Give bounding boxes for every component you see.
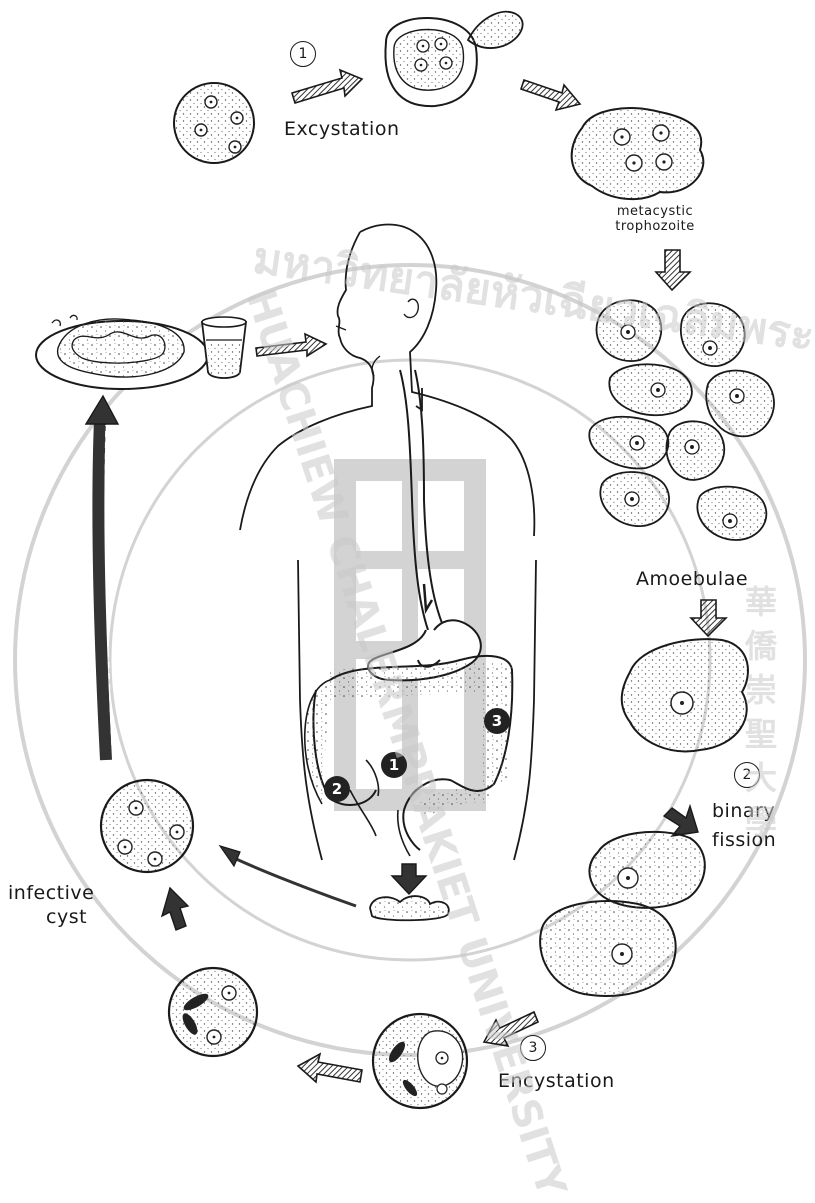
dividing-trophozoites	[540, 832, 705, 996]
label-infective: infective	[8, 882, 94, 904]
arrow-to-metacystic	[521, 80, 580, 110]
colon-marker-3: 3	[484, 708, 510, 734]
arrow-stool-to-cyst	[220, 846, 356, 906]
metacystic-trophozoite	[572, 108, 704, 199]
arrow-to-stool	[392, 864, 426, 894]
label-excystation: Excystation	[284, 118, 400, 140]
excystation-arrow	[292, 70, 362, 103]
label-metacystic-line2: trophozoite	[600, 219, 710, 234]
label-metacystic: metacystic trophozoite	[600, 204, 710, 234]
contaminated-food	[36, 315, 246, 389]
excysting-cyst	[385, 12, 522, 106]
arrow-to-binucleate	[298, 1054, 362, 1082]
arrow-to-dividing	[664, 806, 698, 836]
stage-number-excystation: 1	[290, 41, 316, 67]
label-amoebulae: Amoebulae	[636, 568, 748, 590]
infective-cyst	[101, 780, 193, 872]
label-cyst: cyst	[46, 906, 87, 928]
colon-marker-2: 2	[324, 776, 350, 802]
binucleate-cyst	[169, 968, 257, 1056]
label-metacystic-line1: metacystic	[600, 204, 710, 219]
watermark-chinese: 華僑崇聖大學	[745, 580, 785, 844]
arrow-to-trophozoite	[691, 600, 726, 636]
life-cycle-diagram	[0, 0, 815, 1127]
trophozoite	[622, 639, 748, 751]
arrow-to-infective	[162, 888, 188, 930]
encysting-cyst	[373, 1014, 467, 1108]
ingested-cyst	[174, 83, 254, 163]
